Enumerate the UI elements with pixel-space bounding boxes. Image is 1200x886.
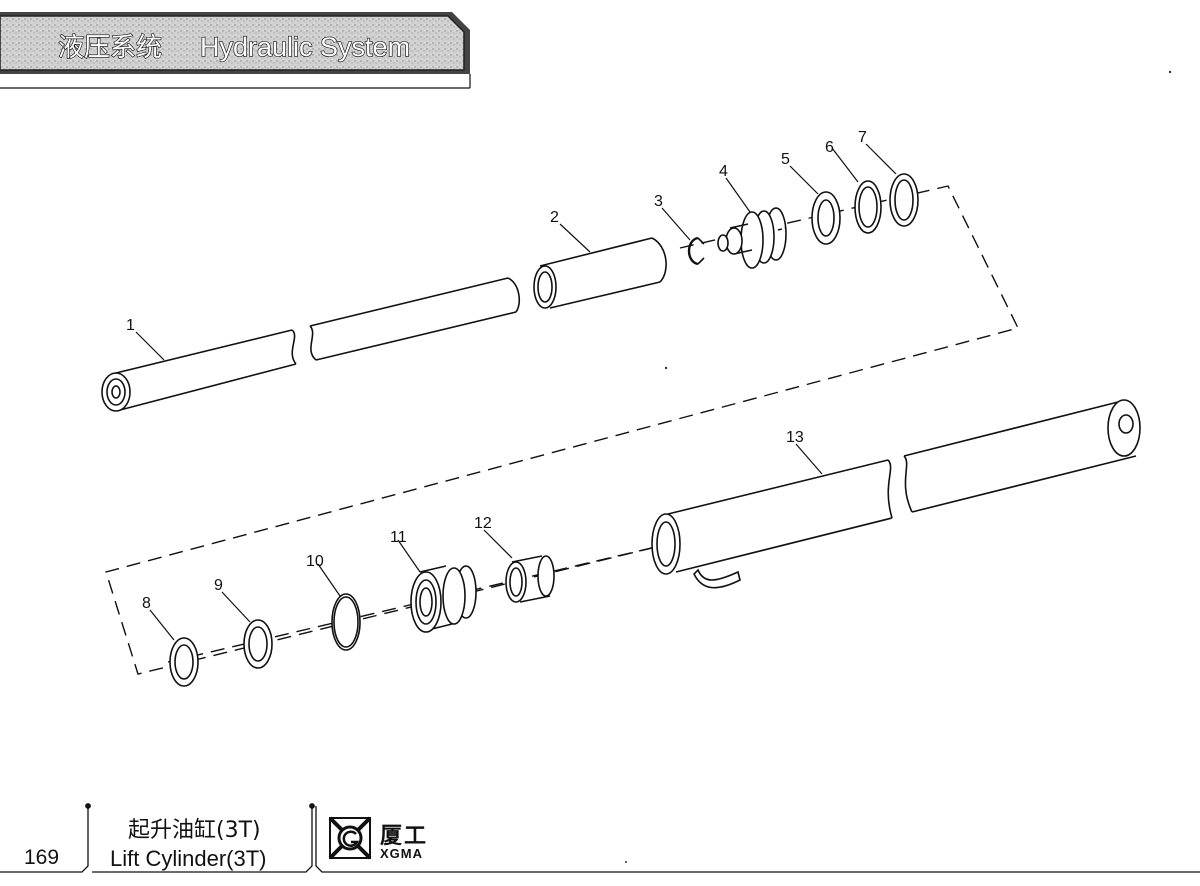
part-label-13: 13 xyxy=(786,429,804,446)
seal-ring-6 xyxy=(854,180,882,234)
o-ring xyxy=(331,593,361,651)
header-title-en: Hydraulic System xyxy=(200,32,410,62)
scan-specks xyxy=(625,70,1172,863)
part-label-3: 3 xyxy=(654,193,663,210)
brand-name-zh: 厦工 xyxy=(380,824,429,849)
part-label-2: 2 xyxy=(550,209,559,226)
part-label-6: 6 xyxy=(825,139,834,156)
brand-name-en: XGMA xyxy=(380,846,423,861)
part-label-12: 12 xyxy=(474,515,492,532)
piston-rod xyxy=(101,277,521,412)
part-label-5: 5 xyxy=(781,151,790,168)
cylinder-barrel xyxy=(651,399,1141,589)
part-label-7: 7 xyxy=(858,129,867,146)
seal-ring-9 xyxy=(243,619,273,669)
part-label-11: 11 xyxy=(390,529,407,546)
sleeve-tube xyxy=(533,237,667,309)
dust-seal xyxy=(169,637,199,687)
page-number: 169 xyxy=(24,846,60,869)
footer-frame xyxy=(0,803,1200,873)
part-label-10: 10 xyxy=(306,553,324,570)
seal-ring-7 xyxy=(889,173,919,227)
gland xyxy=(410,565,477,633)
header-banner: 液压系统 Hydraulic System xyxy=(0,12,471,89)
part-label-8: 8 xyxy=(142,595,151,612)
part-label-4: 4 xyxy=(719,163,728,180)
seal-ring-5 xyxy=(811,191,841,245)
drawing-title-zh: 起升油缸(3T) xyxy=(128,818,261,843)
drawing-title-en: Lift Cylinder(3T) xyxy=(110,846,267,871)
xgma-logo-icon xyxy=(328,816,372,860)
part-label-9: 9 xyxy=(214,577,223,594)
guide-sleeve xyxy=(505,555,555,603)
snap-ring xyxy=(687,236,705,266)
assembly-path xyxy=(105,185,1020,675)
leader-lines xyxy=(135,143,897,641)
part-label-1: 1 xyxy=(126,317,135,334)
header-title-zh: 液压系统 xyxy=(58,33,162,63)
piston xyxy=(717,207,787,269)
